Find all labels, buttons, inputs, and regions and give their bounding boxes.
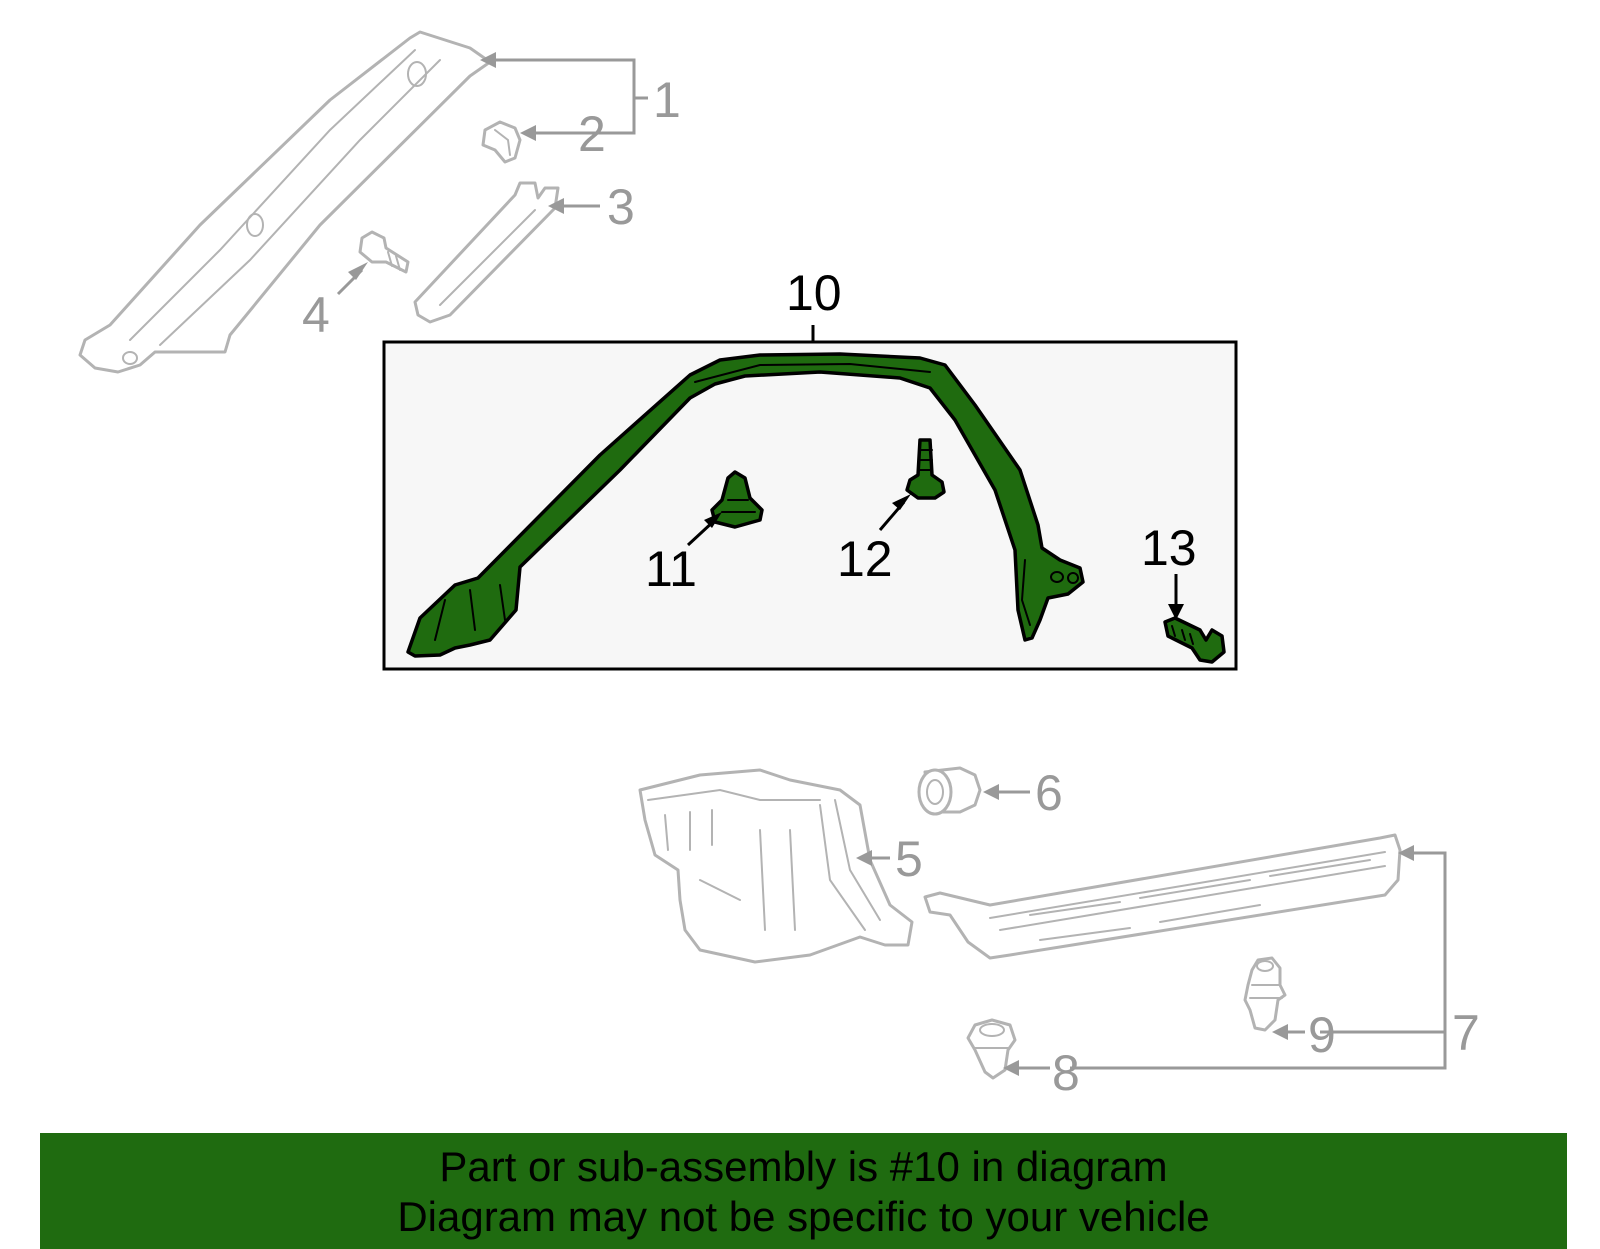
- callout-6: 6: [1035, 765, 1063, 821]
- callout-4: 4: [302, 287, 330, 343]
- footer-line-2: Diagram may not be specific to your vehi…: [397, 1193, 1210, 1240]
- callout-1: 1: [653, 72, 681, 128]
- callout-11: 11: [645, 541, 697, 597]
- callout-group-8: 8: [1003, 1045, 1080, 1101]
- callout-group-6: 6: [983, 765, 1063, 821]
- callout-group-9: 9: [1272, 1007, 1336, 1063]
- callout-2: 2: [578, 106, 606, 162]
- callout-9: 9: [1308, 1007, 1336, 1063]
- callout-group-1-2: 1 2: [480, 52, 681, 162]
- footer-banner: Part or sub-assembly is #10 in diagram D…: [40, 1133, 1567, 1249]
- callout-13: 13: [1141, 520, 1197, 576]
- part-9-clip: [1243, 956, 1287, 1032]
- part-13-bolt: 13: [1141, 520, 1226, 664]
- highlight-box-10: 10: [382, 265, 1238, 671]
- part-6-grommet: [917, 766, 982, 816]
- callout-3: 3: [607, 179, 635, 235]
- part-4-screw: [358, 230, 410, 274]
- part-2-clip: [481, 120, 522, 164]
- part-7-scuff-plate: [923, 833, 1402, 960]
- callout-group-5: 5: [856, 831, 923, 887]
- callout-group-4: 4: [302, 262, 368, 343]
- part-11-clip: 11: [645, 470, 764, 597]
- footer-line-1: Part or sub-assembly is #10 in diagram: [439, 1143, 1168, 1190]
- part-3-bracket: [413, 181, 560, 324]
- part-10-garnish: [406, 352, 1085, 658]
- part-12-screw: 12: [837, 438, 946, 587]
- callout-10: 10: [786, 265, 842, 321]
- callout-group-3: 3: [548, 179, 635, 235]
- part-5-panel: [638, 768, 914, 964]
- part-8-clip: [966, 1018, 1017, 1080]
- part-1-pillar-garnish: [78, 30, 492, 374]
- callout-12: 12: [837, 531, 893, 587]
- callout-group-7: 7: [1070, 845, 1480, 1070]
- callout-5: 5: [895, 831, 923, 887]
- callout-7: 7: [1452, 1005, 1480, 1061]
- callout-8: 8: [1052, 1045, 1080, 1101]
